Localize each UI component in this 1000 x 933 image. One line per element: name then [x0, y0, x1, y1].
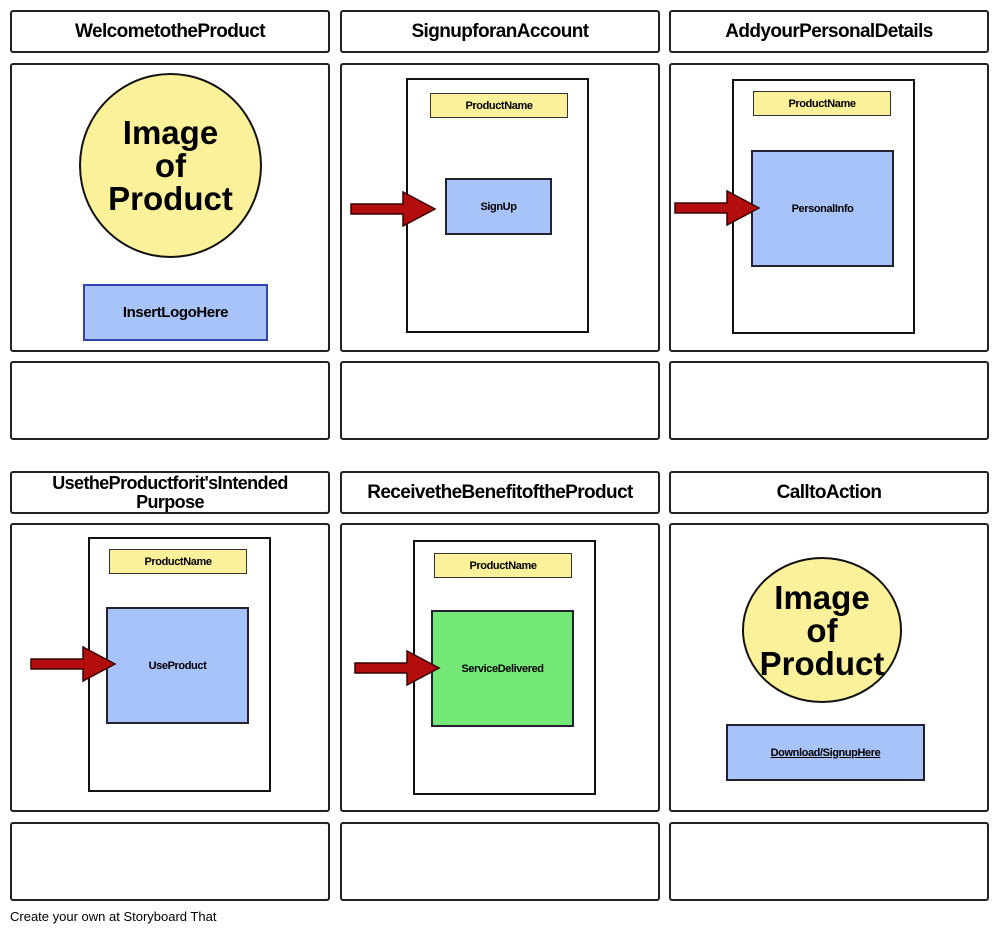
use-product-screen[interactable]: UseProduct [106, 607, 249, 724]
panel-2-caption [340, 361, 660, 440]
panel-6-caption [669, 822, 989, 901]
panel-3-caption [669, 361, 989, 440]
product-name-label: ProductName [434, 553, 572, 578]
right-arrow-icon [30, 645, 117, 683]
panel-2-scene: ProductName SignUp [340, 63, 660, 352]
footer-credit[interactable]: Create your own at Storyboard That [10, 909, 217, 924]
panel-4-caption [10, 822, 330, 901]
product-image-circle: Image of Product [742, 557, 902, 703]
panel-3-scene: ProductName PersonalInfo [669, 63, 989, 352]
signup-screen[interactable]: SignUp [445, 178, 552, 235]
panel-1-scene: Image of Product InsertLogoHere [10, 63, 330, 352]
panel-5-caption [340, 822, 660, 901]
panel-4-scene: ProductName UseProduct [10, 523, 330, 812]
product-name-label: ProductName [109, 549, 247, 574]
panel-6-title: CalltoAction [669, 471, 989, 514]
panel-2-title: SignupforanAccount [340, 10, 660, 53]
panel-6-scene: Image of Product Download/SignupHere [669, 523, 989, 812]
panel-5-title: ReceivetheBenefitoftheProduct [340, 471, 660, 514]
panel-1-caption [10, 361, 330, 440]
panel-3-title: AddyourPersonalDetails [669, 10, 989, 53]
product-name-label: ProductName [753, 91, 891, 116]
insert-logo-box: InsertLogoHere [83, 284, 268, 341]
panel-1-title: WelcometotheProduct [10, 10, 330, 53]
personal-info-screen[interactable]: PersonalInfo [751, 150, 894, 267]
right-arrow-icon [354, 649, 441, 687]
service-delivered-screen[interactable]: ServiceDelivered [431, 610, 574, 727]
right-arrow-icon [350, 190, 437, 228]
product-name-label: ProductName [430, 93, 568, 118]
panel-5-scene: ProductName ServiceDelivered [340, 523, 660, 812]
product-image-circle: Image of Product [79, 73, 262, 258]
right-arrow-icon [674, 189, 761, 227]
panel-4-title: UsetheProductforit'sIntended Purpose [10, 471, 330, 514]
download-signup-link[interactable]: Download/SignupHere [726, 724, 925, 781]
